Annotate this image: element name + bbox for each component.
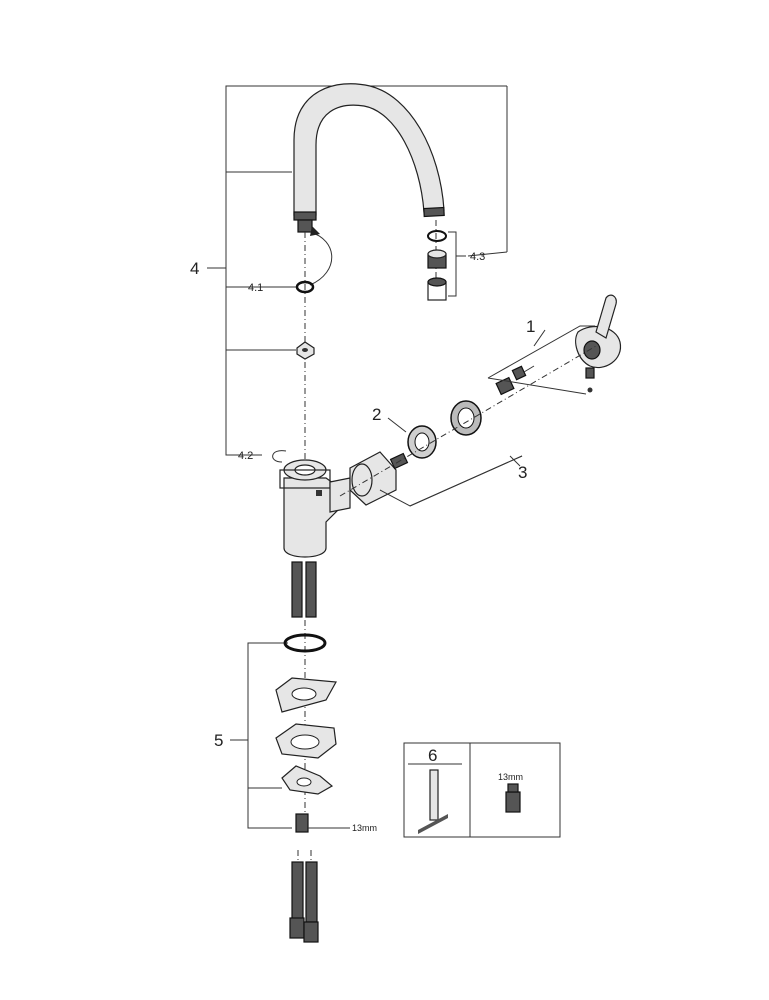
label-3: 3 [518,463,527,482]
spout [293,83,445,233]
mounting-plate [275,723,337,759]
cartridge-ring [407,425,437,459]
accessory-box-6 [403,742,561,838]
label-2: 2 [372,405,381,424]
bracket-5 [230,642,292,829]
handle-adapter-parts [495,365,595,396]
label-5: 5 [214,731,223,750]
wrench-tool [429,769,439,821]
bracket-1 [487,325,595,395]
spout-nut [296,341,315,360]
mounting-o-ring [283,633,327,653]
horseshoe-washer [281,765,334,795]
label-1: 1 [526,317,535,336]
bracket-4 [207,85,508,456]
o-ring-4-1 [295,280,315,294]
cartridge [349,451,409,506]
label-4-1: 4.1 [248,282,263,294]
supply-hoses-upper [291,561,317,618]
lever-handle [575,294,622,369]
label-4-3: 4.3 [470,251,485,263]
label-4-2: 4.2 [238,450,253,462]
label-size-box: 13mm [498,772,523,782]
label-6: 6 [428,746,437,765]
aerator-group-4-3 [427,230,466,301]
faucet-body [279,459,351,558]
bracket-3 [379,455,523,507]
mounting-nut [295,813,350,833]
rotation-arrow [309,231,333,286]
label-size-nut: 13mm [352,823,377,833]
mounting-gasket [275,677,337,713]
supply-hoses-lower [289,850,319,943]
rotation-arrow-head [310,226,320,236]
bonnet-nut [450,400,482,436]
label-4: 4 [190,259,199,278]
nut-13mm [505,791,521,813]
clip-4-2 [272,450,287,463]
